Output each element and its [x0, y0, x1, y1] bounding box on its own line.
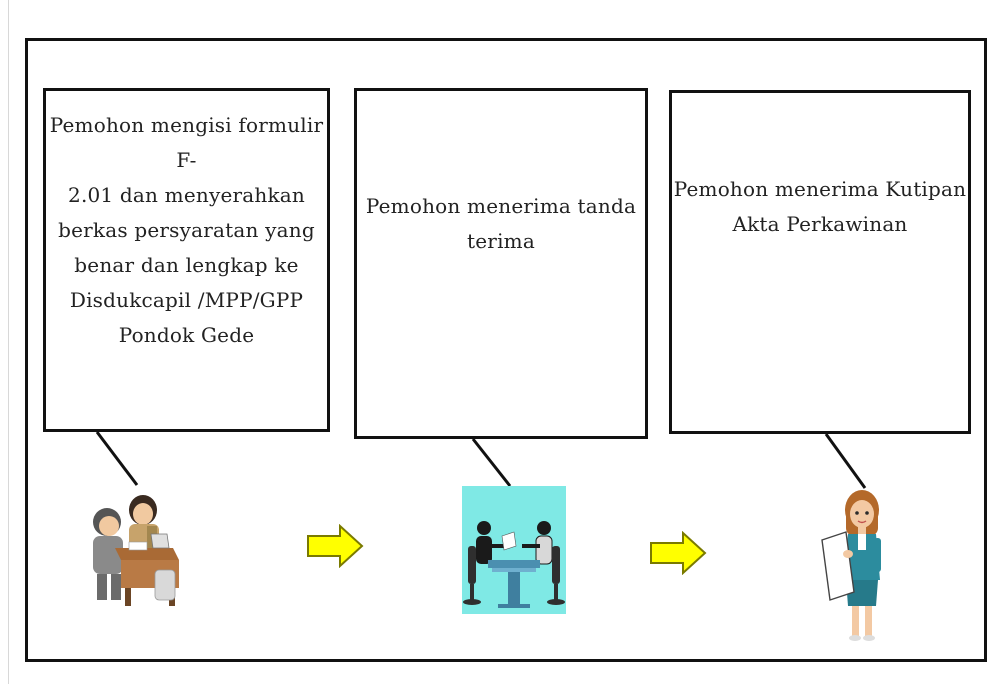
- diagram-frame: [25, 38, 987, 662]
- step-2-text: Pemohon menerima tanda terima: [365, 193, 637, 253]
- page-edge-line: [8, 0, 9, 684]
- step-3-box: Pemohon menerima Kutipan Akta Perkawinan: [669, 90, 971, 434]
- office-workers-icon: [93, 495, 179, 606]
- right-arrow-icon-2: [650, 531, 707, 575]
- right-arrow-icon-1: [307, 524, 364, 568]
- woman-holding-document-icon: [821, 490, 881, 641]
- step-1-box: Pemohon mengisi formulir F- 2.01 dan men…: [43, 88, 330, 432]
- connector-2: [471, 438, 512, 487]
- connector-1: [95, 431, 139, 486]
- meeting-table-icon: [462, 486, 566, 614]
- step-3-text: Pemohon menerima Kutipan Akta Perkawinan: [673, 177, 967, 236]
- step-1-text: Pemohon mengisi formulir F- 2.01 dan men…: [49, 112, 324, 347]
- connector-3: [824, 433, 867, 489]
- step-2-box: Pemohon menerima tanda terima: [354, 88, 648, 439]
